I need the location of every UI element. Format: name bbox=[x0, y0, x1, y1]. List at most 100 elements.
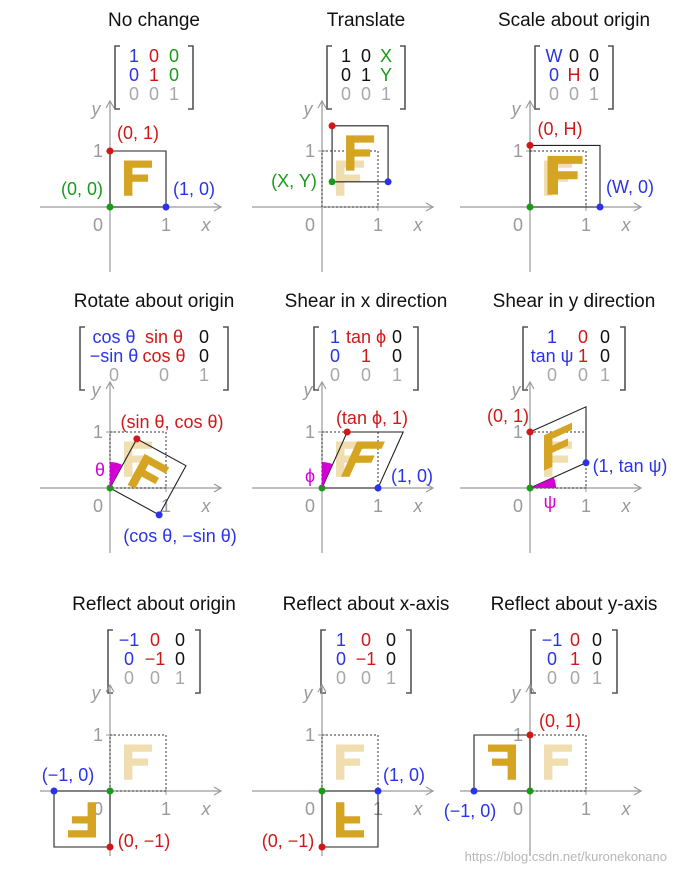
e2-point bbox=[526, 731, 534, 739]
matrix-cell: 0 bbox=[386, 630, 396, 650]
e2-point bbox=[526, 428, 534, 436]
transformed-square bbox=[473, 734, 531, 792]
matrix-cell: 0 bbox=[341, 65, 351, 85]
transformed-square bbox=[109, 150, 167, 208]
matrix-cell: 0 bbox=[149, 84, 159, 104]
x-axis-arrow bbox=[425, 483, 435, 493]
point-label: (0, 0) bbox=[61, 179, 103, 199]
panel-title: Reflect about x-axis bbox=[283, 594, 450, 615]
matrix-cell: 0 bbox=[547, 668, 557, 688]
matrix-cell: 0 bbox=[175, 630, 185, 650]
matrix-cell: 0 bbox=[392, 327, 402, 347]
e1-point bbox=[596, 203, 604, 211]
angle-wedge bbox=[530, 477, 556, 488]
matrix-cell: tan ϕ bbox=[346, 327, 386, 347]
origin-point bbox=[106, 203, 114, 211]
e2-point bbox=[133, 435, 141, 443]
matrix-cell: 0 bbox=[336, 668, 346, 688]
matrix-left-bracket bbox=[114, 45, 120, 110]
matrix-right-bracket bbox=[413, 326, 419, 391]
matrix-cell: 0 bbox=[175, 649, 185, 669]
matrix-cell: cos θ bbox=[92, 327, 135, 347]
matrix-cell: −1 bbox=[542, 630, 563, 650]
matrix-cell: 0 bbox=[547, 365, 557, 385]
origin-label: 0 bbox=[513, 799, 523, 819]
y-one-label: 1 bbox=[93, 725, 103, 745]
y-axis-arrow bbox=[525, 99, 535, 109]
y-axis-label: y bbox=[90, 99, 102, 119]
matrix-cell: Y bbox=[380, 65, 392, 85]
origin-label: 0 bbox=[93, 496, 103, 516]
origin-point bbox=[106, 787, 114, 795]
matrix-left-bracket bbox=[313, 326, 319, 391]
y-axis-label: y bbox=[302, 380, 314, 400]
e2-point bbox=[343, 428, 351, 436]
matrix-cell: 1 bbox=[570, 649, 580, 669]
matrix-cell: −sin θ bbox=[90, 346, 139, 366]
matrix-cell: tan ψ bbox=[531, 346, 574, 366]
x-axis-arrow bbox=[633, 786, 643, 796]
matrix-cell: 0 bbox=[124, 649, 134, 669]
unit-square-reference bbox=[109, 431, 167, 489]
matrix-cell: −1 bbox=[356, 649, 377, 669]
matrix-cell: 0 bbox=[361, 365, 371, 385]
origin-label: 0 bbox=[305, 215, 315, 235]
y-axis-arrow bbox=[317, 683, 327, 693]
point-label: (0, −1) bbox=[118, 831, 171, 851]
matrix-cell: 0 bbox=[592, 630, 602, 650]
e2-point bbox=[106, 147, 114, 155]
x-one-label: 1 bbox=[581, 215, 591, 235]
x-one-label: 1 bbox=[373, 496, 383, 516]
x-one-label: 1 bbox=[161, 496, 171, 516]
matrix-cell: 1 bbox=[578, 346, 588, 366]
matrix-cell: sin θ bbox=[145, 327, 183, 347]
original-f-shape bbox=[544, 744, 572, 780]
x-axis-arrow bbox=[633, 483, 643, 493]
point-label: (X, Y) bbox=[271, 171, 317, 191]
point-label: ψ bbox=[544, 492, 557, 512]
matrix-right-bracket bbox=[406, 629, 412, 694]
y-one-label: 1 bbox=[305, 422, 315, 442]
unit-square-reference bbox=[109, 734, 167, 792]
origin-label: 0 bbox=[305, 496, 315, 516]
point-label: (0, 1) bbox=[117, 123, 159, 143]
y-axis-arrow bbox=[525, 380, 535, 390]
matrix-cell: −1 bbox=[145, 649, 166, 669]
x-one-label: 1 bbox=[581, 799, 591, 819]
origin-point bbox=[318, 787, 326, 795]
y-axis-label: y bbox=[90, 683, 102, 703]
matrix-right-bracket bbox=[608, 45, 614, 110]
y-one-label: 1 bbox=[513, 422, 523, 442]
point-label: (1, 0) bbox=[173, 179, 215, 199]
x-axis-arrow bbox=[213, 786, 223, 796]
transformed-square bbox=[529, 405, 587, 489]
point-label: θ bbox=[95, 460, 105, 480]
matrix-cell: 1 bbox=[600, 365, 610, 385]
angle-wedge bbox=[110, 462, 123, 488]
matrix-cell: 1 bbox=[386, 668, 396, 688]
matrix-right-bracket bbox=[195, 629, 201, 694]
x-one-label: 1 bbox=[161, 215, 171, 235]
matrix-left-bracket bbox=[534, 45, 540, 110]
matrix-cell: 0 bbox=[361, 84, 371, 104]
matrix-cell: 0 bbox=[578, 365, 588, 385]
e1-point bbox=[50, 787, 58, 795]
transformed-square bbox=[53, 790, 111, 848]
matrix-left-bracket bbox=[107, 629, 113, 694]
point-label: ϕ bbox=[305, 466, 315, 486]
matrix-cell: 0 bbox=[392, 346, 402, 366]
y-axis-label: y bbox=[510, 683, 522, 703]
point-label: (−1, 0) bbox=[42, 765, 95, 785]
panel-title: Reflect about origin bbox=[72, 594, 236, 615]
point-label: (1, 0) bbox=[391, 466, 433, 486]
matrix-right-bracket bbox=[612, 629, 618, 694]
matrix-cell: 0 bbox=[129, 84, 139, 104]
matrix-cell: 1 bbox=[129, 46, 139, 66]
matrix-cell: 1 bbox=[175, 668, 185, 688]
